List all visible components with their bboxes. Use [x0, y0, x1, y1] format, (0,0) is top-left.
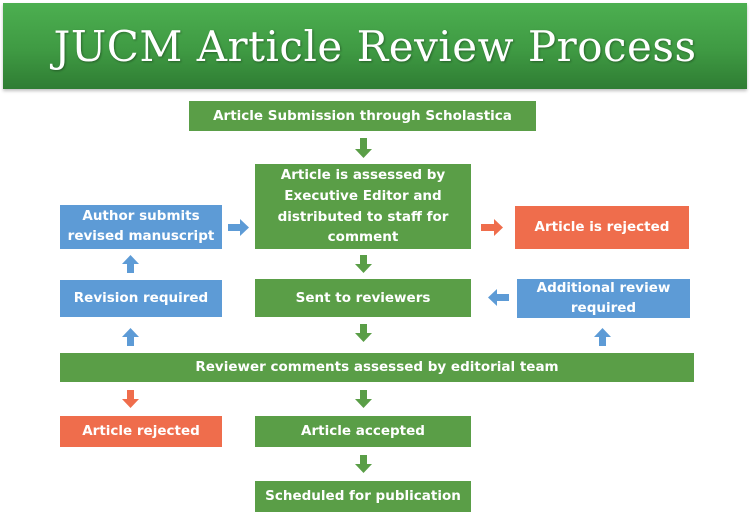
node-article-accepted: Article accepted	[255, 416, 471, 447]
diagram-title: JUCM Article Review Process	[53, 21, 697, 71]
node-reviewer-comments-label: Reviewer comments assessed by editorial …	[195, 359, 559, 376]
arrow-down-reviewers-to-comments	[355, 324, 372, 342]
node-article-submission: Article Submission through Scholastica	[189, 101, 536, 131]
arrow-down-assessed-to-reviewers	[355, 255, 372, 273]
arrow-up-comments-to-additional	[594, 328, 611, 346]
arrow-left-additional-to-reviewers	[488, 289, 509, 306]
node-reviewer-comments: Reviewer comments assessed by editorial …	[60, 353, 694, 382]
node-author-submits-revised: Author submits revised manuscript	[60, 205, 222, 249]
node-scheduled-for-publication-label: Scheduled for publication	[265, 488, 461, 505]
arrow-down-comments-to-rejected	[122, 390, 139, 408]
arrow-up-comments-to-revision	[122, 328, 139, 346]
title-banner: JUCM Article Review Process	[3, 3, 747, 89]
node-additional-review-required: Additional review required	[517, 279, 690, 318]
node-scheduled-for-publication: Scheduled for publication	[255, 481, 471, 512]
arrow-up-revision-to-author	[122, 255, 139, 273]
arrow-right-assessed-to-rejected	[481, 219, 503, 236]
node-revision-required: Revision required	[60, 280, 222, 317]
arrow-down-accepted-to-scheduled	[355, 455, 372, 473]
node-assessed-by-editor-label: Article is assessed by Executive Editor …	[277, 166, 449, 246]
node-revision-required-label: Revision required	[73, 290, 209, 307]
node-article-is-rejected-label: Article is rejected	[534, 219, 670, 236]
node-article-submission-label: Article Submission through Scholastica	[213, 107, 512, 124]
node-article-is-rejected: Article is rejected	[515, 206, 689, 249]
node-additional-review-required-label: Additional review required	[536, 279, 671, 316]
node-article-rejected: Article rejected	[60, 416, 222, 447]
arrow-down-comments-to-accepted	[355, 390, 372, 408]
node-author-submits-revised-label: Author submits revised manuscript	[67, 208, 215, 244]
node-sent-to-reviewers: Sent to reviewers	[255, 279, 471, 317]
arrow-right-author-to-assessed	[228, 219, 249, 236]
node-article-accepted-label: Article accepted	[301, 423, 425, 440]
node-assessed-by-editor: Article is assessed by Executive Editor …	[255, 164, 471, 249]
node-sent-to-reviewers-label: Sent to reviewers	[295, 289, 431, 306]
node-article-rejected-label: Article rejected	[82, 423, 200, 440]
arrow-down-submission-to-assessed	[355, 138, 372, 158]
